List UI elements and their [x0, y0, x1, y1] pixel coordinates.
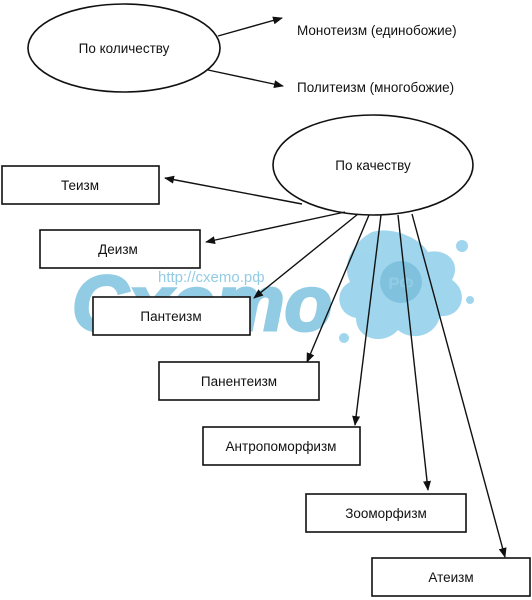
- anthropomorphism-box: Антропоморфизм: [202, 426, 361, 466]
- quantity-ellipse: [27, 3, 221, 93]
- anthropomorphism-rect: [202, 426, 361, 466]
- arrow-to-anthropomorphism: [352, 214, 382, 426]
- arrow-to-atheism: [411, 213, 507, 558]
- pantheism-box: Пантеизм: [92, 296, 251, 336]
- zoomorphism-rect: [305, 493, 467, 533]
- arrow-to-pantheism: [253, 213, 359, 299]
- pantheism-rect: [92, 296, 251, 336]
- watermark-url: http://cxemo.рф: [158, 269, 265, 286]
- panentheism-rect: [158, 361, 320, 401]
- quality-ellipse: [272, 114, 474, 216]
- panentheism-label: Панентеизм: [201, 374, 277, 389]
- atheism-label: Атеизм: [428, 570, 473, 585]
- quality-node: По качеству: [272, 114, 474, 216]
- quantity-label: По количеству: [79, 41, 170, 56]
- watermark-badge-text: РФ: [388, 274, 414, 293]
- arrow-to-theism: [164, 175, 303, 205]
- deism-box: Деизм: [39, 229, 201, 269]
- atheism-rect: [371, 557, 531, 597]
- quantity-node: По количеству: [27, 3, 221, 93]
- arrow-to-panentheism: [306, 214, 370, 363]
- monotheism-label: Монотеизм (единобожие): [297, 23, 457, 38]
- watermark-badge: [380, 261, 422, 303]
- zoomorphism-box: Зооморфизм: [305, 493, 467, 533]
- quality-label: По качеству: [335, 158, 411, 173]
- polytheism-label: Политеизм (многобожие): [297, 80, 454, 95]
- zoomorphism-label: Зооморфизм: [345, 506, 427, 521]
- theism-rect: [1, 165, 160, 205]
- theism-label: Теизм: [61, 178, 99, 193]
- theism-box: Теизм: [1, 165, 160, 205]
- anthropomorphism-label: Антропоморфизм: [226, 439, 337, 454]
- atheism-box: Атеизм: [371, 557, 531, 597]
- panentheism-box: Панентеизм: [158, 361, 320, 401]
- pantheism-label: Пантеизм: [140, 309, 201, 324]
- arrow-to-monotheism: [217, 16, 283, 37]
- arrow-to-deism: [205, 211, 346, 245]
- deism-rect: [39, 229, 201, 269]
- arrow-to-polytheism: [207, 69, 284, 89]
- arrow-to-zoomorphism: [397, 214, 432, 491]
- deism-label: Деизм: [98, 242, 138, 257]
